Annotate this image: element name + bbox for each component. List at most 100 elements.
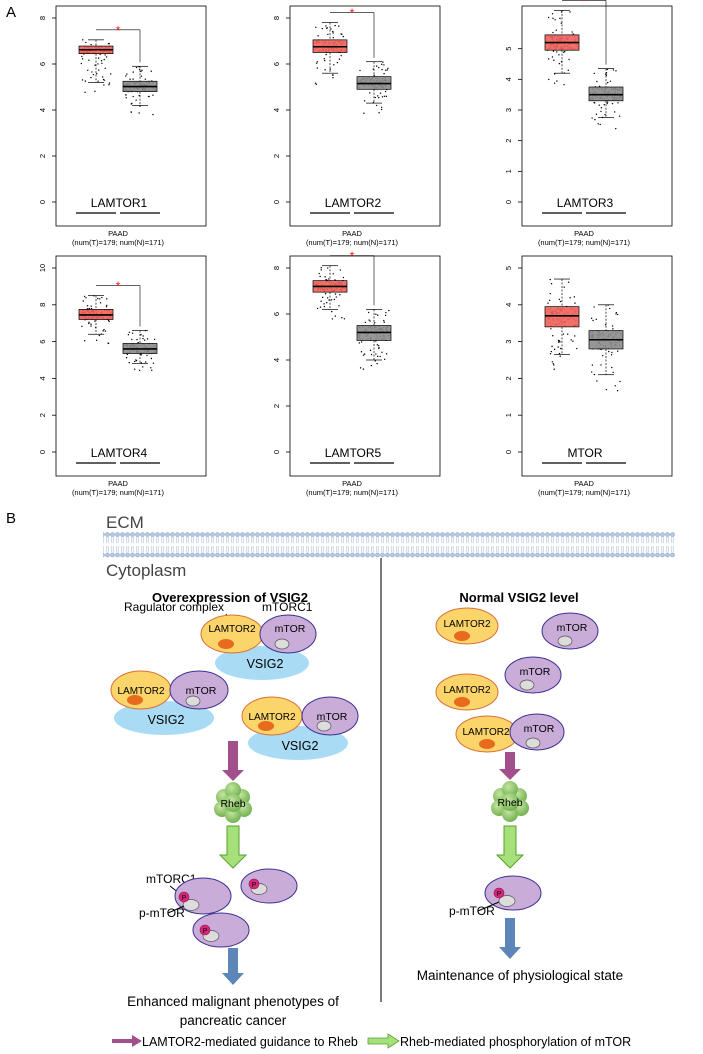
- mtor-dot: [185, 695, 201, 707]
- significance-star: *: [349, 6, 354, 21]
- data-point: [105, 56, 108, 58]
- p-mtor-pointer-right: [477, 901, 500, 912]
- data-point: [567, 69, 569, 72]
- data-point: [136, 338, 138, 341]
- data-point: [108, 84, 110, 86]
- data-point: [374, 96, 377, 99]
- data-point: [605, 388, 608, 391]
- data-point: [553, 368, 555, 370]
- data-point: [106, 304, 108, 307]
- data-point: [81, 55, 83, 58]
- data-point: [572, 340, 574, 342]
- data-point: [558, 62, 561, 65]
- sample-count-label: (num(T)=179; num(N)=171): [306, 238, 399, 247]
- data-point: [332, 30, 334, 33]
- right-lamtor2-2: LAMTOR2: [435, 673, 499, 711]
- data-point: [316, 67, 318, 69]
- data-point: [384, 314, 387, 317]
- lamtor2-dot: [454, 697, 470, 707]
- mtor-shape: [240, 868, 298, 904]
- lamtor2-dot: [454, 631, 470, 641]
- data-point: [137, 341, 139, 344]
- significance-star: *: [115, 279, 120, 294]
- plot-frame: [289, 255, 441, 477]
- data-point: [574, 302, 576, 304]
- data-point: [338, 25, 340, 27]
- data-point: [547, 302, 549, 304]
- data-point: [103, 328, 105, 331]
- plot-frame: [521, 255, 673, 477]
- data-point: [125, 97, 127, 99]
- data-point: [551, 345, 553, 348]
- data-point: [362, 354, 365, 356]
- data-point: [323, 303, 325, 305]
- data-point: [595, 318, 598, 321]
- data-point: [377, 344, 380, 347]
- data-point: [140, 70, 142, 73]
- data-point: [325, 25, 327, 27]
- data-point: [368, 319, 370, 321]
- complex-vsig2-1: LAMTOR2 mTOR VSIG2: [200, 614, 317, 680]
- data-point: [554, 19, 556, 21]
- y-tick-label: 4: [38, 376, 47, 380]
- data-point: [548, 78, 550, 81]
- data-point: [151, 369, 153, 371]
- data-point: [550, 282, 553, 285]
- data-point: [557, 339, 560, 342]
- data-point: [611, 366, 613, 369]
- p-mtor-pointer: [167, 905, 185, 914]
- plot-frame: [55, 5, 207, 227]
- data-point: [369, 349, 372, 352]
- data-point: [84, 80, 87, 82]
- data-point: [315, 26, 317, 29]
- data-point: [94, 90, 96, 93]
- data-point: [90, 323, 92, 325]
- data-point: [612, 69, 615, 71]
- complex-vsig2-3: LAMTOR2 mTOR VSIG2: [241, 696, 359, 760]
- data-point: [135, 99, 137, 101]
- panel-b-label: B: [6, 510, 17, 527]
- left-outcome-line2: pancreatic cancer: [180, 1013, 287, 1028]
- data-point: [552, 50, 555, 52]
- data-point: [90, 305, 92, 307]
- data-point: [97, 63, 99, 65]
- data-point: [324, 59, 326, 62]
- ragulator-label: Ragulator complex: [124, 600, 224, 614]
- data-point: [83, 340, 86, 342]
- data-point: [378, 96, 380, 99]
- data-point: [140, 334, 142, 336]
- arrow-lamtor2-to-rheb: [222, 741, 244, 781]
- mtor-dot: [498, 895, 516, 907]
- data-point: [563, 83, 565, 86]
- data-point: [323, 305, 326, 308]
- p-mtor-label-right: p-mTOR: [449, 904, 495, 918]
- data-point: [559, 355, 561, 357]
- data-point: [90, 43, 92, 46]
- data-point: [607, 81, 609, 84]
- plot-frame: [521, 5, 673, 227]
- data-point: [334, 24, 336, 27]
- data-point: [87, 69, 89, 72]
- data-point: [569, 297, 571, 299]
- data-point: [95, 339, 98, 342]
- sample-count-label: (num(T)=179; num(N)=171): [72, 488, 165, 497]
- data-point: [558, 298, 561, 301]
- data-point: [549, 278, 551, 281]
- data-point: [110, 73, 112, 75]
- mtorc1-label: mTORC1: [262, 600, 313, 614]
- phosphate: [248, 878, 260, 890]
- data-point: [615, 70, 617, 72]
- data-point: [125, 357, 128, 359]
- vsig2-shape: [215, 646, 309, 680]
- data-point: [576, 347, 578, 350]
- data-point: [378, 347, 380, 350]
- data-point: [88, 307, 91, 310]
- y-tick-label: 1: [504, 413, 513, 417]
- data-point: [600, 110, 602, 113]
- left-title: Overexpression of VSIG2: [152, 590, 308, 605]
- right-outcome: Maintenance of physiological state: [417, 968, 623, 983]
- right-title: Normal VSIG2 level: [459, 590, 578, 605]
